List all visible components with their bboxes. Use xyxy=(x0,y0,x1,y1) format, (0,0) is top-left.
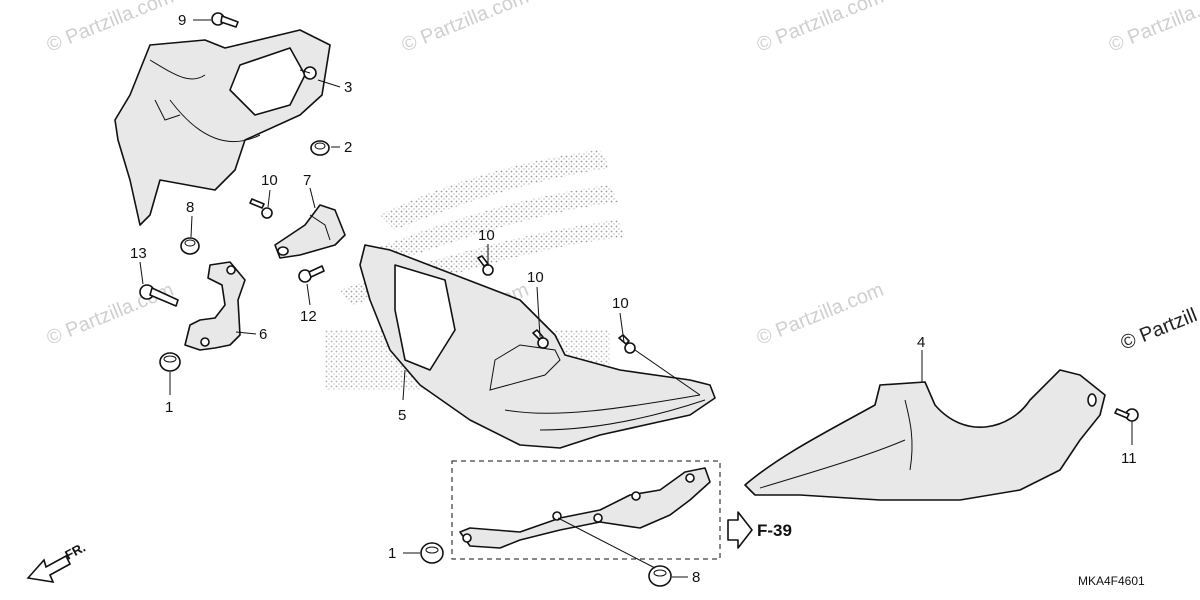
reference-arrow: F-39 xyxy=(727,511,792,549)
callout-2: 2 xyxy=(344,139,352,156)
part-bolt-13 xyxy=(139,284,179,307)
watermark: © Partzilla.com xyxy=(754,0,887,57)
part-screw-10c xyxy=(532,329,549,349)
reference-label: F-39 xyxy=(757,521,792,540)
watermark: © Partzilla.com xyxy=(399,0,532,57)
part-grommet-2 xyxy=(310,140,330,156)
part-screw-9 xyxy=(211,12,239,28)
callout-13: 13 xyxy=(130,245,147,262)
callout-1: 1 xyxy=(388,545,396,562)
callouts: 9 3 2 10 7 8 13 6 12 1 10 10 10 5 4 11 1… xyxy=(130,12,1137,586)
part-bracket-7 xyxy=(274,204,346,259)
callout-8: 8 xyxy=(186,199,194,216)
part-lower-cowl-5 xyxy=(359,244,716,449)
leader-lines xyxy=(139,19,1133,578)
part-screw-10a xyxy=(249,198,273,219)
watermark-edge: © Partzill xyxy=(1118,304,1200,354)
callout-10: 10 xyxy=(612,295,629,312)
part-grommet-8a xyxy=(180,237,200,255)
part-screw-10d xyxy=(618,334,636,354)
callout-7: 7 xyxy=(303,172,311,189)
callout-8: 8 xyxy=(692,569,700,586)
callout-1: 1 xyxy=(165,399,173,416)
part-bolt-12 xyxy=(298,265,325,283)
callout-9: 9 xyxy=(178,12,186,29)
callout-3: 3 xyxy=(344,79,352,96)
callout-11: 11 xyxy=(1121,450,1137,467)
part-stay-6 xyxy=(184,261,246,351)
diagram-code: MKA4F4601 xyxy=(1078,574,1145,588)
callout-10: 10 xyxy=(478,227,495,244)
part-screw-10b xyxy=(477,255,494,276)
front-arrow-icon xyxy=(26,554,72,584)
callout-10: 10 xyxy=(261,172,278,189)
lower-bracket-assembly xyxy=(451,460,721,560)
callout-6: 6 xyxy=(259,326,267,343)
watermark: © Partzilla.com xyxy=(1106,0,1200,57)
part-grommet-1a xyxy=(159,352,181,372)
part-screw-11 xyxy=(1114,408,1139,422)
part-under-cover-4 xyxy=(744,369,1106,501)
part-grommet-8b xyxy=(648,565,672,587)
front-direction-indicator: FR. xyxy=(26,540,88,584)
callout-5: 5 xyxy=(398,407,406,424)
callout-10: 10 xyxy=(527,269,544,286)
watermark: © Partzilla.com xyxy=(754,279,887,350)
part-grommet-1b xyxy=(420,542,444,564)
callout-12: 12 xyxy=(300,308,317,325)
part-upper-inner-cover xyxy=(114,29,331,226)
callout-4: 4 xyxy=(917,334,925,351)
